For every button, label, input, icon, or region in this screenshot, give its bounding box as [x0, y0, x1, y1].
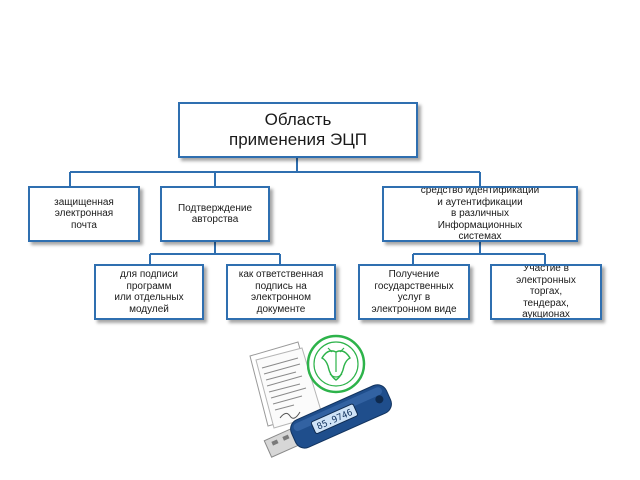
- node-label: как ответственная подпись на электронном…: [238, 269, 324, 315]
- node-label: Получение государственных услуг в электр…: [371, 269, 457, 315]
- node-document-signature: как ответственная подпись на электронном…: [226, 264, 336, 320]
- node-label: Подтверждение авторства: [177, 202, 253, 226]
- node-public-services: Получение государственных услуг в электр…: [358, 264, 470, 320]
- root-node: Область применения ЭЦП: [178, 102, 418, 158]
- node-e-auctions: Участие в электронных торгах, тендерах, …: [490, 264, 602, 320]
- node-authorship: Подтверждение авторства: [160, 186, 270, 242]
- stamp-icon: [306, 334, 366, 394]
- node-identification: средство идентификации и аутентификации …: [382, 186, 578, 242]
- node-program-signing: для подписи программ или отдельных модул…: [94, 264, 204, 320]
- node-label: Участие в электронных торгах, тендерах, …: [516, 264, 576, 320]
- root-label: Область применения ЭЦП: [229, 110, 367, 149]
- node-label: средство идентификации и аутентификации …: [420, 186, 540, 242]
- usb-token-icon: 85.9746: [263, 384, 392, 458]
- node-label: для подписи программ или отдельных модул…: [114, 269, 184, 315]
- node-secure-email: защищенная электронная почта: [28, 186, 140, 242]
- usb-token-illustration: 85.9746: [249, 334, 392, 458]
- document-icon: [249, 341, 323, 429]
- node-label: защищенная электронная почта: [54, 196, 114, 231]
